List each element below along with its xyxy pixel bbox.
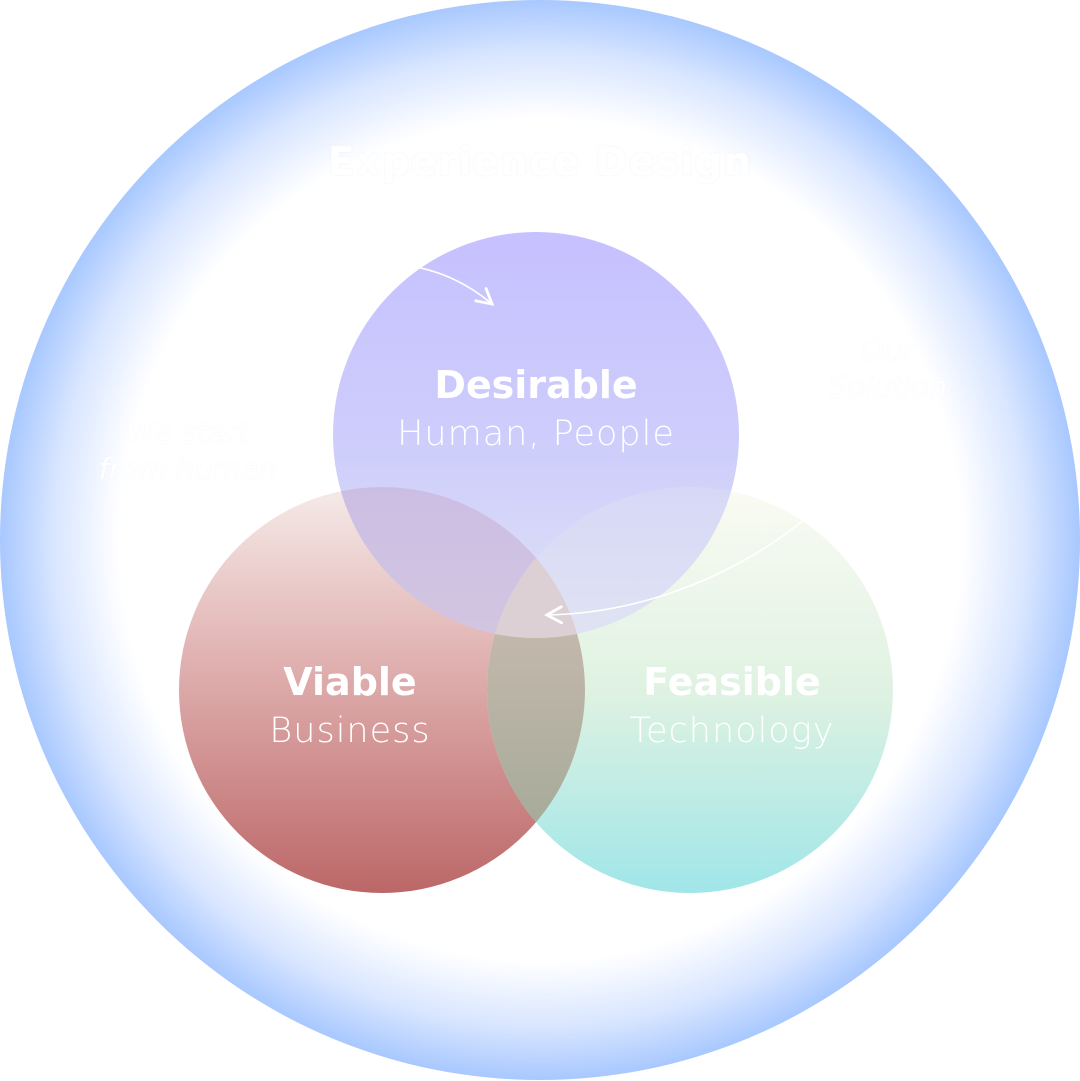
feasible-title: Feasible xyxy=(643,660,821,704)
viable-label: Viable Business xyxy=(269,657,430,756)
note-start-line-2: from human xyxy=(98,452,278,487)
note-solution-line-1: Our xyxy=(861,334,915,368)
desirable-viable-overlap xyxy=(333,487,585,638)
diagram-title: Experience Design xyxy=(327,140,753,185)
desirable-feasible-overlap xyxy=(487,487,739,638)
feasible-subtitle: Technology xyxy=(629,711,835,752)
viable-subtitle: Business xyxy=(269,711,431,752)
note-start: We start from human xyxy=(99,415,278,488)
note-solution-line-2: Solution xyxy=(828,370,948,405)
desirable-label: Desirable Human, People xyxy=(397,360,675,459)
note-start-line-1: We start xyxy=(126,416,250,450)
note-solution: Our Solution xyxy=(829,333,947,406)
desirable-title: Desirable xyxy=(434,363,638,407)
solution-arrow xyxy=(544,431,885,625)
start-arrow xyxy=(187,263,495,385)
feasible-label: Feasible Technology xyxy=(630,657,835,756)
desirable-subtitle: Human, People xyxy=(397,414,675,455)
solution-arrow-start xyxy=(878,426,890,438)
viable-title: Viable xyxy=(283,660,417,704)
